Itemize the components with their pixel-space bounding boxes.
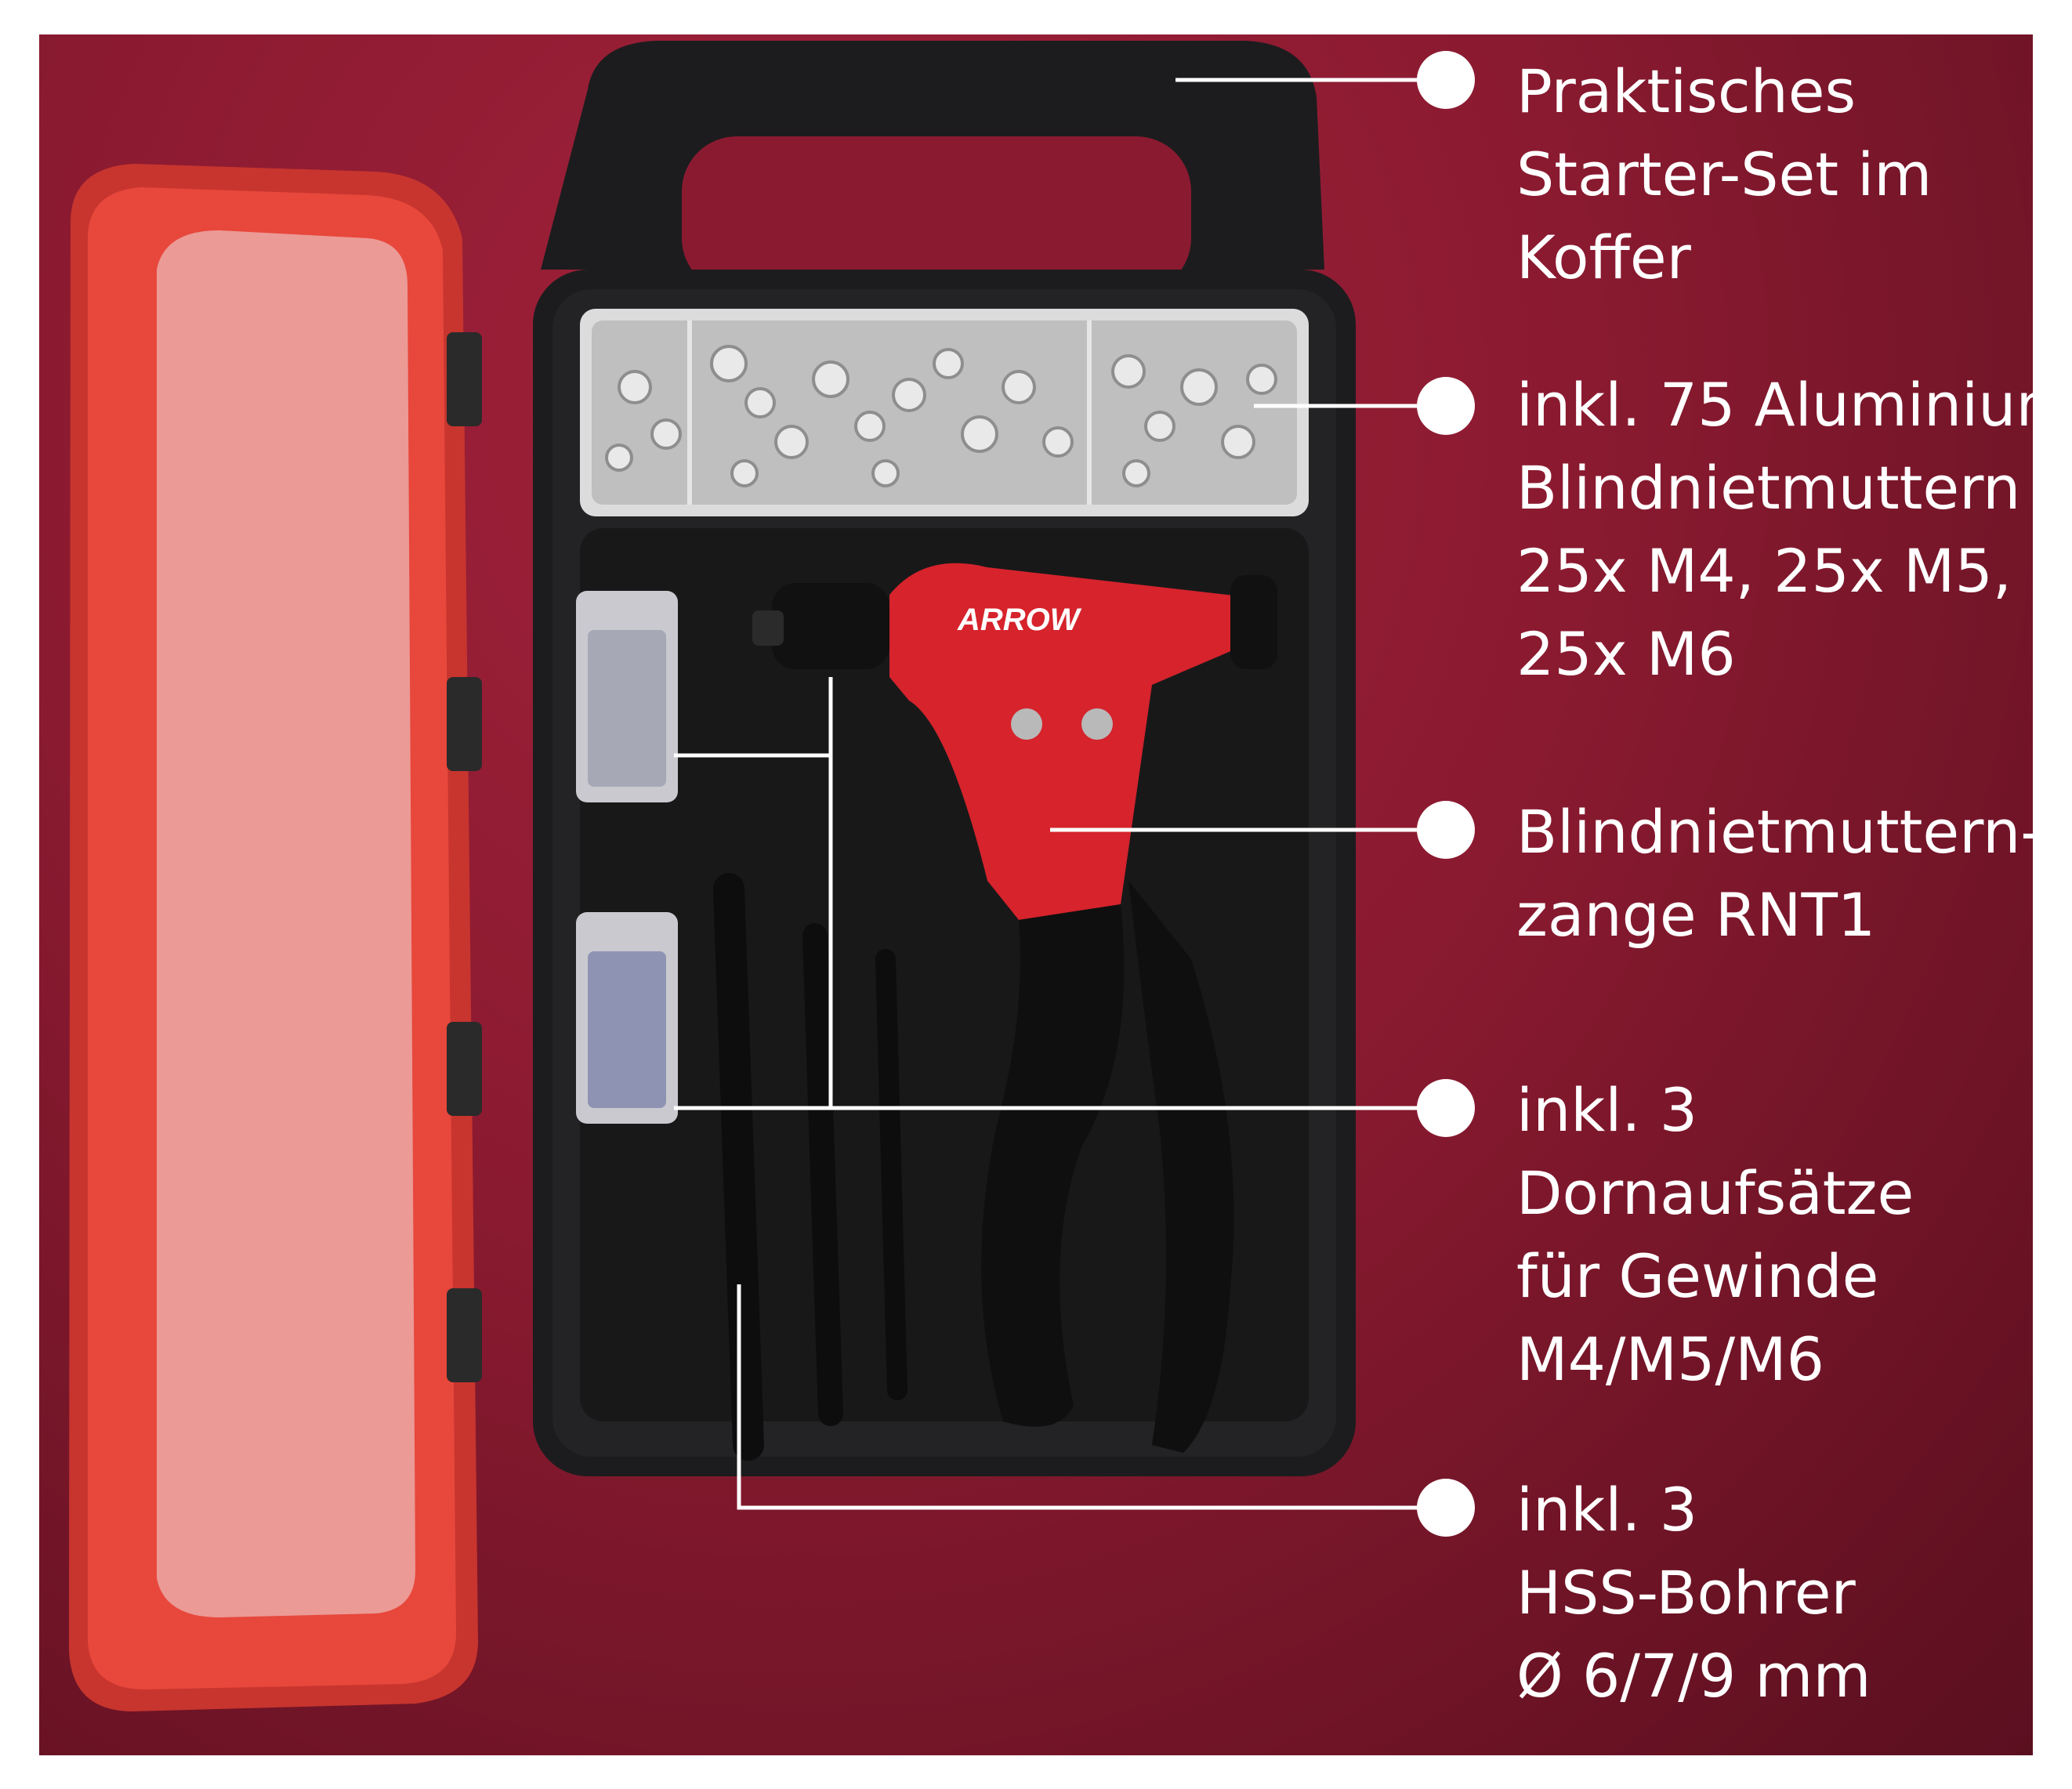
callout-line: Blindnietmuttern- xyxy=(1516,797,2033,867)
callout-mandrels: inkl. 3 Dornaufsätze für Gewinde M4/M5/M… xyxy=(1516,1069,1914,1401)
callout-line: inkl. 3 xyxy=(1516,1475,1698,1545)
callout-line: Starter-Set im xyxy=(1516,139,1933,209)
callout-drills: inkl. 3 HSS-Bohrer Ø 6/7/9 mm xyxy=(1516,1469,1871,1718)
callout-leaders xyxy=(674,78,1418,1510)
tool-case-illustration: ARROW xyxy=(69,41,1475,1711)
brand-logo: ARROW xyxy=(957,603,1082,637)
hinge xyxy=(447,332,482,426)
callout-line: Praktisches xyxy=(1516,56,1856,126)
rivet-nut-tool: ARROW xyxy=(752,563,1277,1453)
callout-line: HSS-Bohrer xyxy=(1516,1558,1856,1628)
callout-line: Koffer xyxy=(1516,223,1691,292)
product-photo-background: ARROW Praktisches Starter-Set im Koffer … xyxy=(39,34,2033,1755)
lid-window xyxy=(157,230,415,1617)
case-lid xyxy=(69,164,482,1711)
callout-line: inkl. 75 Aluminium xyxy=(1516,370,2033,440)
callout-tool: Blindnietmuttern- zange RNT1 xyxy=(1516,791,2033,957)
callout-line: 25x M6 xyxy=(1516,619,1736,689)
mandrel-cases xyxy=(576,591,678,1124)
hinge xyxy=(447,1288,482,1382)
callout-dots xyxy=(1417,51,1475,1537)
handle-opening xyxy=(682,136,1191,293)
rivet-nut-box xyxy=(580,309,1309,516)
hinge xyxy=(447,677,482,771)
callout-line: 25x M4, 25x M5, xyxy=(1516,536,2012,606)
tool-grip-right xyxy=(1128,881,1234,1453)
callout-case: Praktisches Starter-Set im Koffer xyxy=(1516,50,1932,299)
tool-head xyxy=(772,583,889,669)
hinge xyxy=(447,1022,482,1116)
tool-grip-left xyxy=(981,904,1125,1427)
hss-drills xyxy=(713,873,907,1461)
callout-line: Blindnietmuttern xyxy=(1516,453,2021,523)
callout-line: inkl. 3 xyxy=(1516,1075,1698,1145)
callout-line: Dornaufsätze xyxy=(1516,1158,1914,1228)
callout-line: zange RNT1 xyxy=(1516,880,1876,950)
callout-line: M4/M5/M6 xyxy=(1516,1324,1824,1394)
callout-rivet-nuts: inkl. 75 Aluminium Blindnietmuttern 25x … xyxy=(1516,364,2033,696)
callout-line: Ø 6/7/9 mm xyxy=(1516,1641,1871,1711)
callout-line: für Gewinde xyxy=(1516,1241,1879,1311)
